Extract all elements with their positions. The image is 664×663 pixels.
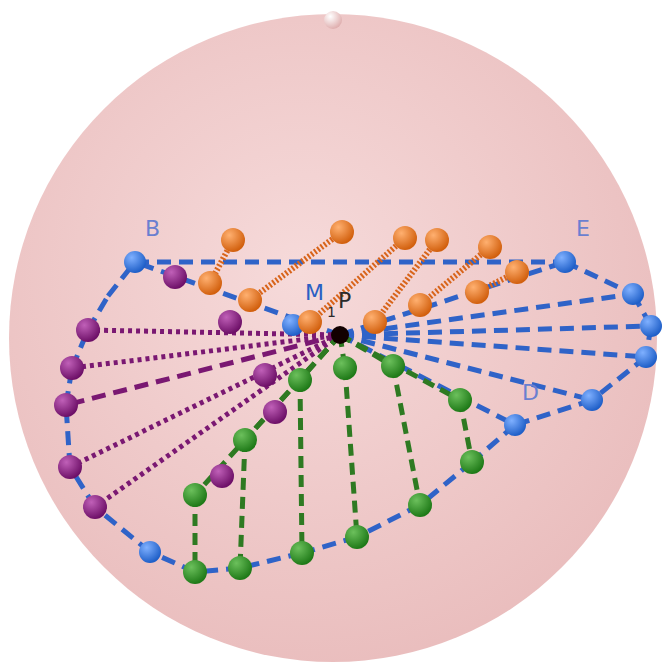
purple-ball <box>253 363 277 387</box>
center-point <box>331 326 349 344</box>
green-ball <box>290 541 314 565</box>
green-ball <box>233 428 257 452</box>
boundary-ball <box>554 251 576 273</box>
point-label: P <box>338 290 351 312</box>
boundary-ball <box>139 541 161 563</box>
boundary-ball <box>635 346 657 368</box>
purple-ball <box>58 455 82 479</box>
radial-dash <box>195 335 340 495</box>
purple-ball <box>263 400 287 424</box>
spring <box>250 232 342 300</box>
orange-ball <box>505 260 529 284</box>
orange-ball <box>330 220 354 244</box>
orange-ball <box>393 226 417 250</box>
boundary-ball <box>124 251 146 273</box>
green-ball <box>460 450 484 474</box>
vertical-dash <box>240 440 245 568</box>
boundary-dash <box>135 260 565 265</box>
point-label: M <box>305 282 324 304</box>
spring <box>375 240 437 322</box>
orange-ball <box>478 235 502 259</box>
purple-ball <box>76 318 100 342</box>
purple-ball <box>54 393 78 417</box>
radial-dash <box>340 262 565 335</box>
green-ball <box>183 483 207 507</box>
green-ball <box>345 525 369 549</box>
radial-dotted <box>66 335 340 405</box>
orange-ball <box>425 228 449 252</box>
orange-ball <box>238 288 262 312</box>
purple-ball <box>163 265 187 289</box>
orange-ball <box>408 293 432 317</box>
spring <box>310 238 405 322</box>
sphere <box>9 14 657 662</box>
vertical-dash <box>345 368 357 537</box>
radial-dash <box>340 326 651 335</box>
boundary-ball <box>504 414 526 436</box>
radial-dash <box>340 335 460 400</box>
green-ball <box>408 493 432 517</box>
purple-ball <box>218 310 242 334</box>
boundary-dash <box>565 262 633 294</box>
purple-ball <box>210 464 234 488</box>
balls <box>54 220 662 584</box>
orange-ball <box>221 228 245 252</box>
spring <box>420 247 490 305</box>
radial-dash <box>135 262 340 335</box>
boundary-ball <box>622 283 644 305</box>
lines <box>66 232 651 572</box>
boundary-ball <box>581 389 603 411</box>
green-ball <box>333 356 357 380</box>
subscript: 1 <box>327 305 336 319</box>
pole-ball <box>324 11 342 29</box>
radial-dash <box>245 335 340 440</box>
green-ball <box>228 556 252 580</box>
green-ball <box>448 388 472 412</box>
orange-ball <box>198 271 222 295</box>
radial-dash <box>340 335 515 425</box>
point-label: D <box>522 382 539 404</box>
orange-ball <box>298 310 322 334</box>
purple-ball <box>83 495 107 519</box>
point-label: E <box>576 218 590 240</box>
green-ball <box>381 354 405 378</box>
green-ball <box>183 560 207 584</box>
orange-ball <box>363 310 387 334</box>
vertical-dash <box>393 366 420 505</box>
orange-ball <box>465 280 489 304</box>
point-label: B <box>145 218 160 240</box>
boundary-ball <box>640 315 662 337</box>
vertical-dash <box>300 380 302 553</box>
green-ball <box>288 368 312 392</box>
purple-ball <box>60 356 84 380</box>
